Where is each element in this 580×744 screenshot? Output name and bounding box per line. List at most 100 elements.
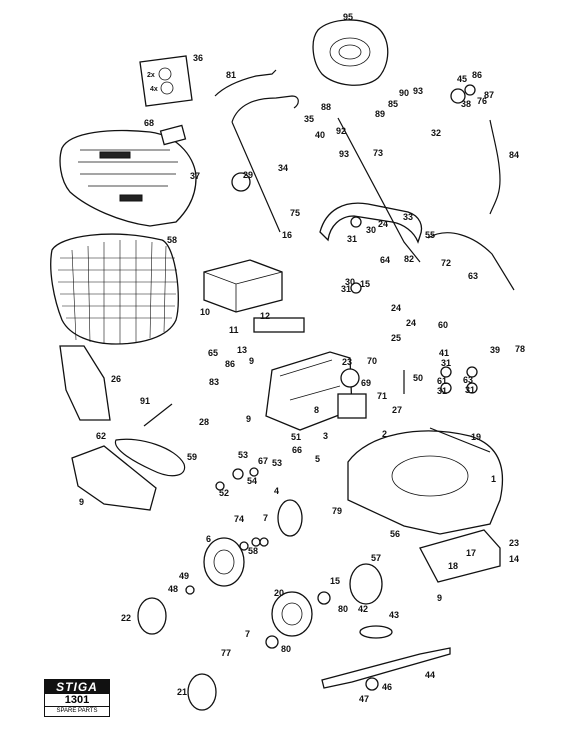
grass-bag-top-part [59,129,197,227]
gear-22-part [137,597,167,635]
part-number-label: 10 [200,307,210,317]
part-number-label: 79 [332,506,342,516]
part-number-label: 50 [413,373,423,383]
part-number-label: 22 [121,613,131,623]
part-number-label: 89 [375,109,385,119]
part-number-label: 57 [371,553,381,563]
part-number-label: 20 [274,588,284,598]
part-number-label: 65 [208,348,218,358]
part-number-label: 31 [347,234,357,244]
part-number-label: 62 [96,431,106,441]
part-number-label: 9 [79,497,84,507]
part-number-label: 86 [472,70,482,80]
part-number-label: 29 [243,170,253,180]
part-number-label: 66 [292,445,302,455]
part-number-label: 42 [358,604,368,614]
part-number-label: 43 [389,610,399,620]
bag-label-4x: 4x [150,86,158,93]
part-number-label: 75 [290,208,300,218]
part-number-label: 1 [491,474,496,484]
part-number-label: 30 [345,277,355,287]
part-number-label: 87 [484,90,494,100]
part-number-label: 70 [367,356,377,366]
part-number-label: 86 [225,359,235,369]
part-number-label: 16 [282,230,292,240]
part-number-label: 11 [229,325,239,335]
fasteners-group [185,84,478,691]
part-number-label: 83 [209,377,219,387]
discharge-chute-part [59,345,111,421]
hub-part [277,499,303,537]
handle-part [231,95,299,233]
part-number-label: 59 [187,452,197,462]
part-number-label: 33 [403,212,413,222]
blade-part [321,647,451,689]
part-number-label: 25 [391,333,401,343]
part-number-label: 77 [221,648,231,658]
spare-parts-bag: 2x 4x [139,55,193,107]
part-number-label: 2 [382,429,387,439]
rear-flap-part [71,445,157,511]
part-number-label: 30 [366,225,376,235]
part-number-label: 67 [258,456,268,466]
part-number-label: 91 [140,396,150,406]
part-number-label: 49 [179,571,189,581]
model-number: 1301 [45,694,109,707]
part-number-label: 23 [342,357,352,367]
part-number-label: 95 [343,12,353,22]
part-number-label: 41 [439,348,449,358]
part-number-label: 5 [315,454,320,464]
part-number-label: 80 [281,644,291,654]
part-number-label: 9 [249,356,254,366]
part-number-label: 28 [199,417,209,427]
part-number-label: 63 [463,375,473,385]
part-number-label: 40 [315,130,325,140]
part-number-label: 32 [431,128,441,138]
part-number-label: 51 [291,432,301,442]
part-number-label: 19 [471,432,481,442]
part-number-label: 31 [465,385,475,395]
part-number-label: 14 [509,554,519,564]
control-cable-part [337,117,421,263]
part-number-label: 44 [425,670,435,680]
blade-adapter-part [359,625,393,639]
blade-disc-part [349,563,383,605]
part-number-label: 88 [321,102,331,112]
gearbox-part [337,368,367,419]
part-number-label: 76 [477,96,487,106]
part-number-label: 56 [390,529,400,539]
part-number-label: 24 [406,318,416,328]
part-number-label: 37 [190,171,200,181]
part-number-label: 15 [360,279,370,289]
part-number-label: 9 [246,414,251,424]
part-number-label: 8 [314,405,319,415]
part-number-label: 92 [336,126,346,136]
part-number-label: 54 [247,476,257,486]
part-number-label: 64 [380,255,390,265]
part-number-label: 84 [509,150,519,160]
height-rod-part [429,427,491,453]
bag-label-2x: 2x [147,72,155,79]
part-number-label: 55 [425,230,435,240]
bracket-13-part [253,317,305,333]
part-number-label: 90 [399,88,409,98]
part-number-label: 35 [304,114,314,124]
label-68-part [159,124,187,146]
part-number-label: 17 [466,548,476,558]
part-number-label: 93 [413,86,423,96]
battery-box-part [203,259,283,313]
tool-91-part [143,403,173,427]
part-number-label: 39 [490,345,500,355]
handle-frame-part [319,202,423,244]
part-number-label: 85 [388,99,398,109]
front-wheel-part [271,591,313,637]
part-number-label: 82 [404,254,414,264]
part-number-label: 52 [219,488,229,498]
part-number-label: 80 [338,604,348,614]
mower-deck-part [347,430,504,535]
part-number-label: 73 [373,148,383,158]
control-rod-part [214,69,277,97]
brand-logo: STIGA [45,680,109,694]
part-number-label: 53 [272,458,282,468]
